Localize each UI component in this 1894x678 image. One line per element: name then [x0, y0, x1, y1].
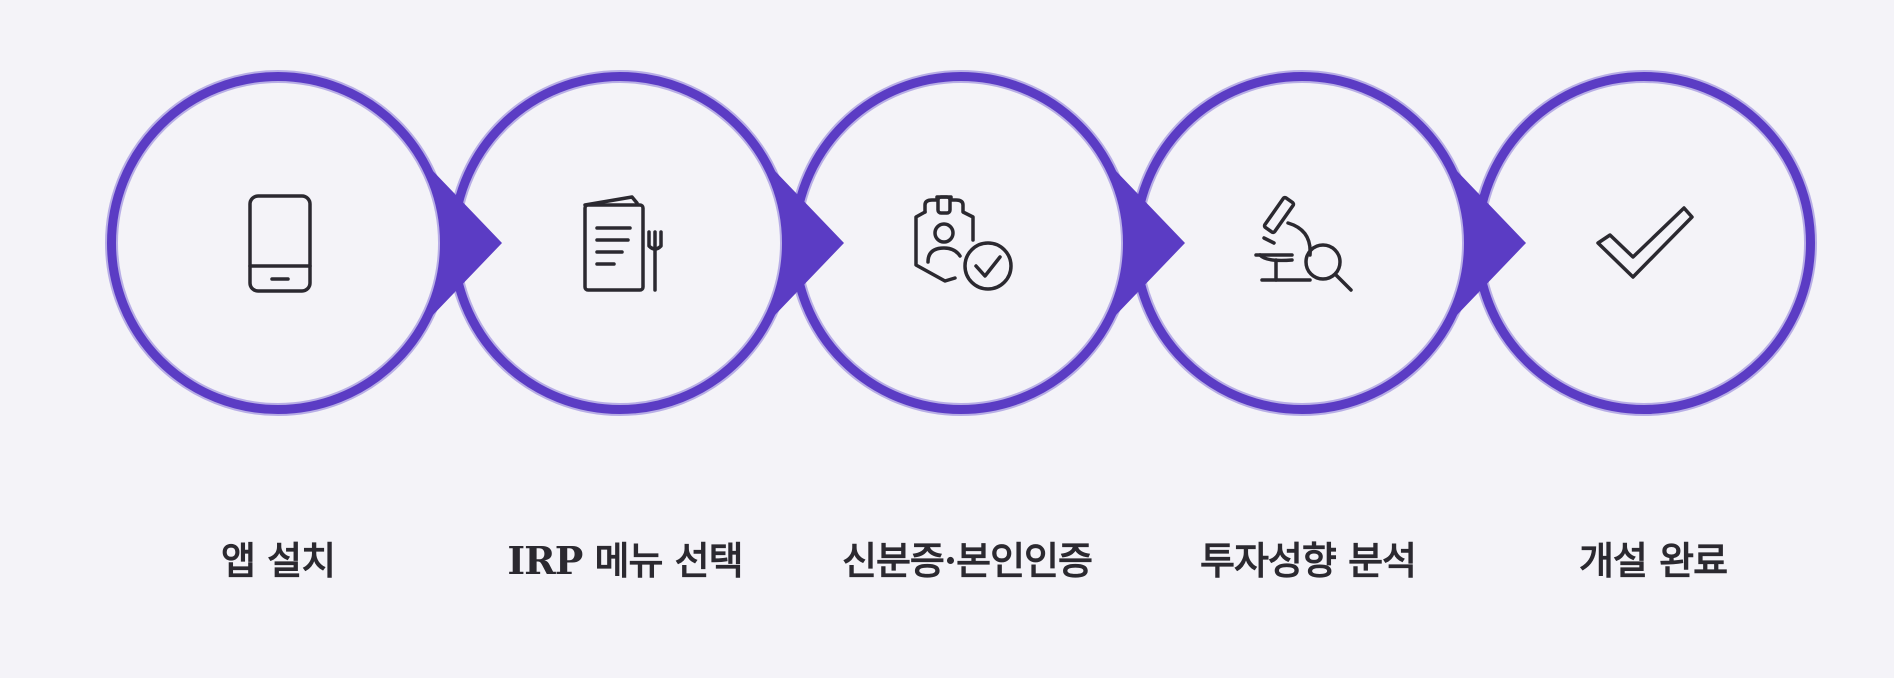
step-2-ring — [447, 70, 844, 416]
step-3-label: 신분증·본인인증 — [842, 538, 1093, 583]
checkmark-icon — [1596, 206, 1694, 279]
step-3-ring — [788, 70, 1185, 416]
step-5-ring — [1471, 70, 1817, 416]
step-2-label: IRP 메뉴 선택 — [507, 538, 743, 583]
step-4-ring — [1129, 70, 1526, 416]
microscope-search-icon — [1254, 195, 1353, 292]
menu-card-icon — [583, 195, 663, 292]
id-badge-verified-icon — [914, 195, 1013, 291]
step-4-label: 투자성향 분석 — [1200, 538, 1417, 583]
step-5-label: 개설 완료 — [1578, 538, 1728, 583]
step-1-label: 앱 설치 — [220, 538, 336, 583]
mobile-phone-icon — [248, 194, 312, 293]
step-1-ring — [105, 70, 502, 416]
